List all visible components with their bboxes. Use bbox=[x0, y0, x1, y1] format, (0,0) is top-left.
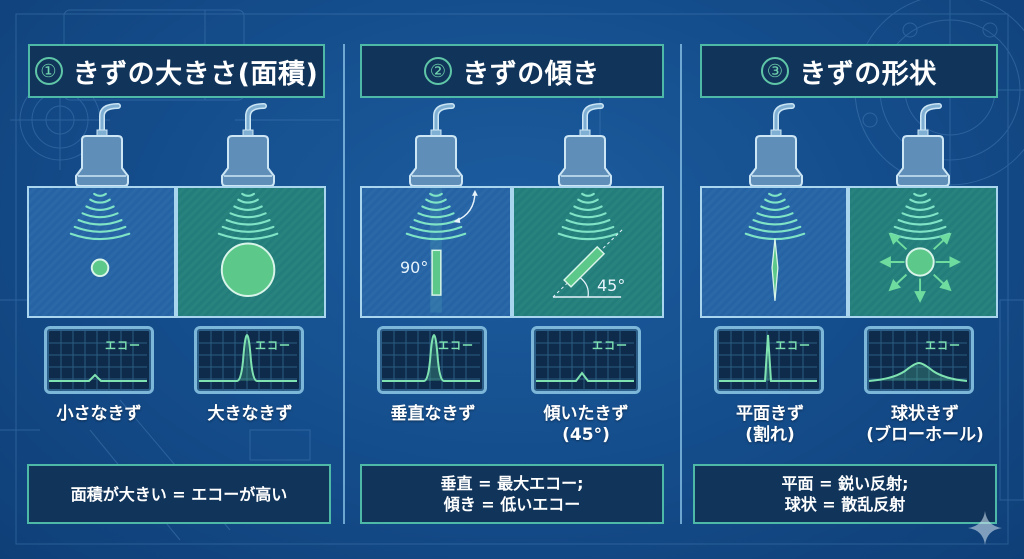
sparkle-icon bbox=[968, 511, 1002, 545]
column-divider-2 bbox=[680, 44, 682, 524]
sound-wave-icon bbox=[217, 192, 279, 298]
large-flaw-circle bbox=[220, 242, 276, 298]
case-caption: 傾いたきず (45°) bbox=[543, 404, 629, 445]
angle-label-90: 90° bbox=[400, 258, 429, 277]
ultrasonic-probe-icon bbox=[221, 103, 275, 187]
echo-scope-vertical: エコー bbox=[377, 326, 487, 394]
specimen-tilted-flaw: 45° bbox=[512, 186, 664, 318]
echo-scope-large: エコー bbox=[194, 326, 304, 394]
sound-wave-icon bbox=[879, 192, 961, 303]
sound-wave-icon bbox=[552, 192, 624, 298]
sound-wave-icon bbox=[69, 192, 131, 278]
echo-label: エコー bbox=[105, 339, 141, 352]
tilted-flaw-bar bbox=[563, 245, 606, 288]
sound-wave-icon bbox=[744, 192, 806, 301]
spherical-flaw-circle bbox=[905, 247, 935, 277]
echo-label: エコー bbox=[775, 339, 811, 352]
echo-scope-planar: エコー bbox=[714, 326, 824, 394]
specimen-large-flaw bbox=[176, 186, 326, 318]
echo-scope-spherical: エコー bbox=[864, 326, 974, 394]
echo-label: エコー bbox=[255, 339, 291, 352]
angle-label-45: 45° bbox=[597, 276, 626, 295]
panel-title: ① きずの大きさ(面積) bbox=[28, 44, 325, 98]
case-caption: 小さなきず bbox=[56, 404, 142, 424]
ultrasonic-probe-icon bbox=[409, 103, 463, 187]
echo-label: エコー bbox=[438, 339, 474, 352]
scatter-arrows bbox=[879, 232, 961, 303]
case-caption: 大きなきず bbox=[207, 404, 293, 424]
panel-summary: 垂直 = 最大エコー; 傾き = 低いエコー bbox=[360, 464, 664, 524]
case-caption: 垂直なきず bbox=[390, 404, 476, 424]
planar-crack-flaw bbox=[771, 238, 779, 301]
panel-title-text: きずの傾き bbox=[462, 58, 600, 90]
case-caption: 平面きず (割れ) bbox=[736, 404, 804, 445]
column-divider-1 bbox=[343, 44, 345, 524]
ultrasonic-probe-icon bbox=[749, 103, 803, 187]
ultrasonic-probe-icon bbox=[558, 103, 612, 187]
echo-scope-small: エコー bbox=[44, 326, 154, 394]
small-flaw-circle bbox=[90, 258, 110, 278]
echo-scope-tilted: エコー bbox=[531, 326, 641, 394]
panel-title-text: きずの大きさ(面積) bbox=[72, 58, 319, 90]
specimen-vertical-flaw: 90° bbox=[360, 186, 512, 318]
sound-wave-icon bbox=[405, 188, 478, 313]
panel-summary: 面積が大きい = エコーが高い bbox=[27, 464, 331, 524]
step-number-badge: ③ bbox=[761, 57, 790, 85]
specimen-spherical-flaw bbox=[848, 186, 998, 318]
panel-title: ② きずの傾き bbox=[360, 44, 664, 98]
panel-title: ③ きずの形状 bbox=[700, 44, 998, 98]
echo-label: エコー bbox=[925, 339, 961, 352]
step-number-badge: ② bbox=[424, 57, 453, 85]
echo-label: エコー bbox=[592, 339, 628, 352]
panel-title-text: きずの形状 bbox=[799, 58, 937, 90]
panel-summary: 平面 = 鋭い反射; 球状 = 散乱反射 bbox=[693, 464, 997, 524]
vertical-flaw-bar bbox=[431, 249, 442, 296]
step-number-badge: ① bbox=[34, 57, 63, 85]
ultrasonic-probe-icon bbox=[896, 103, 950, 187]
specimen-small-flaw bbox=[27, 186, 176, 318]
ultrasonic-probe-icon bbox=[75, 103, 129, 187]
specimen-planar-flaw bbox=[700, 186, 848, 318]
case-caption: 球状きず (ブローホール) bbox=[866, 404, 984, 445]
